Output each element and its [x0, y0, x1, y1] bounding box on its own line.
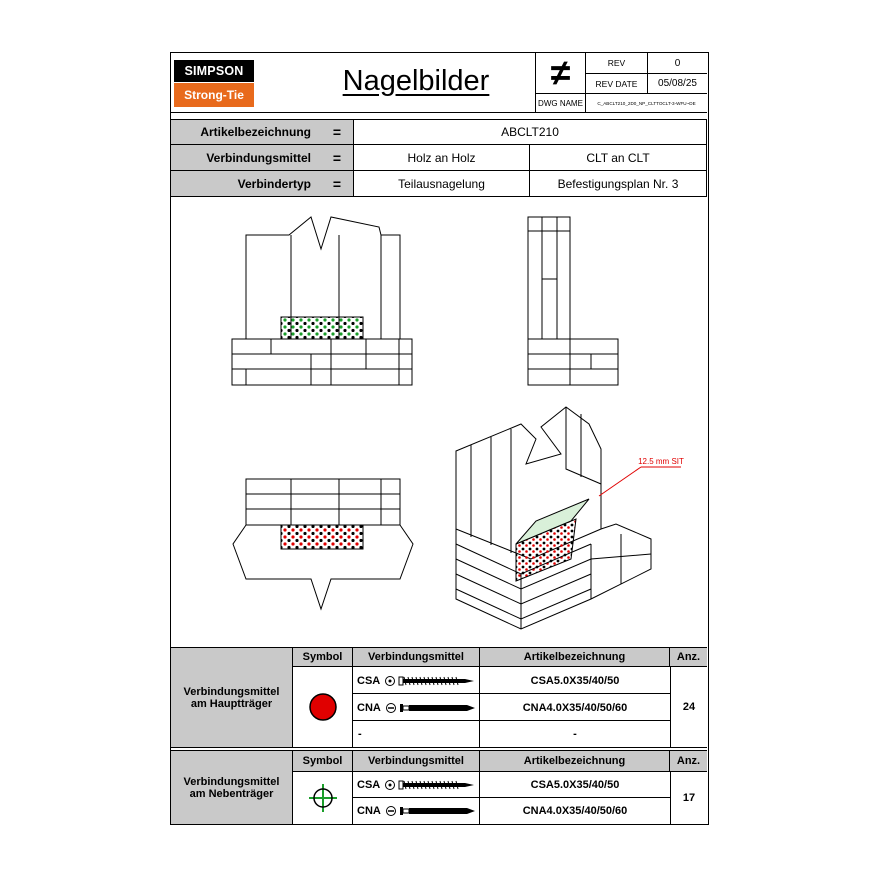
- main-header-fastener: Verbindungsmittel: [353, 647, 480, 667]
- main-empty-article: -: [573, 728, 577, 740]
- secondary-symbol-cell: [293, 772, 353, 824]
- main-row-empty: - -: [353, 721, 670, 747]
- info-label-article: Artikelbezeichnung: [171, 119, 321, 145]
- main-cna-fastener: CNA: [353, 694, 480, 721]
- screw-icon: [385, 780, 475, 790]
- table-divider: [171, 747, 707, 751]
- plan-label: Befestigungsplan Nr.: [557, 176, 672, 191]
- secondary-header-article: Artikelbezeichnung: [480, 751, 670, 772]
- main-header-qty: Anz.: [670, 647, 707, 667]
- main-row-cna: CNA CNA4.0X35/40/50/60: [353, 694, 670, 721]
- info-eq-connection: =: [321, 145, 353, 171]
- secondary-header-qty: Anz.: [670, 751, 707, 772]
- main-row-csa: CSA CSA5.0X35/40/50: [353, 667, 670, 694]
- secondary-cna-article: CNA4.0X35/40/50/60: [522, 805, 628, 817]
- logo-strongtie-text: Strong-Tie: [174, 83, 254, 107]
- info-value-partial: Teilausnagelung: [353, 171, 530, 197]
- logo-simpson-text: SIMPSON: [174, 60, 254, 82]
- info-value-article: ABCLT210: [353, 119, 707, 145]
- main-csa-type: CSA: [357, 674, 381, 687]
- info-value-plan: Befestigungsplan Nr. 3: [530, 171, 707, 197]
- technical-drawing: 12.5 mm SIT: [231, 216, 684, 630]
- rev-label: REV: [585, 53, 647, 73]
- main-cna-type: CNA: [357, 701, 381, 714]
- main-symbol-cell: [293, 667, 353, 747]
- simpson-logo: SIMPSON Strong-Tie: [174, 60, 254, 107]
- info-value-holz: Holz an Holz: [353, 145, 530, 171]
- main-qty: 24: [670, 667, 707, 747]
- main-cna-article: CNA4.0X35/40/50/60: [522, 701, 628, 714]
- nail-icon: [385, 806, 475, 816]
- header: SIMPSON Strong-Tie Nagelbilder ≠ DWG NAM…: [171, 53, 707, 113]
- info-eq-type: =: [321, 171, 353, 197]
- main-header-article: Artikelbezeichnung: [480, 647, 670, 667]
- secondary-qty: 17: [670, 772, 707, 824]
- drawing-sheet: SIMPSON Strong-Tie Nagelbilder ≠ DWG NAM…: [170, 52, 709, 825]
- secondary-header-fastener: Verbindungsmittel: [353, 751, 480, 772]
- secondary-cna-fastener: CNA: [353, 798, 480, 824]
- green-crosshair-icon: [308, 784, 337, 812]
- rev-date-value: 05/08/25: [647, 73, 707, 93]
- front-view: [231, 216, 413, 386]
- page-title: Nagelbilder: [342, 64, 490, 97]
- main-beam-table: Verbindungsmittel am Hauptträger Symbol …: [171, 647, 707, 747]
- dwg-name-value: C_ABCLT210_2D0_NP_CLTTOCLT-3-WFU~DE: [585, 93, 707, 113]
- isometric-view: [455, 406, 681, 630]
- nail-icon: [385, 702, 475, 713]
- secondary-section-label: Verbindungsmittel am Nebenträger: [171, 751, 293, 824]
- info-label-connection: Verbindungsmittel: [171, 145, 321, 171]
- secondary-row-cna: CNA CNA4.0X35/40/50/60: [353, 798, 670, 824]
- secondary-header-symbol: Symbol: [293, 751, 353, 772]
- info-table: Artikelbezeichnung = ABCLT210 Verbindung…: [171, 119, 707, 197]
- plan-number: 3: [671, 176, 679, 191]
- secondary-csa-type: CSA: [357, 779, 381, 791]
- secondary-cna-type: CNA: [357, 805, 381, 817]
- secondary-csa-article: CSA5.0X35/40/50: [530, 779, 620, 791]
- rev-value: 0: [647, 53, 707, 73]
- main-empty-type: -: [353, 721, 480, 747]
- main-csa-article: CSA5.0X35/40/50: [530, 674, 620, 687]
- screw-icon: [385, 675, 475, 686]
- info-eq-article: =: [321, 119, 353, 145]
- main-csa-fastener: CSA: [353, 667, 480, 694]
- red-filled-circle-icon: [308, 693, 337, 721]
- dwg-name-label: DWG NAME: [535, 93, 585, 113]
- main-section-label: Verbindungsmittel am Hauptträger: [171, 647, 293, 747]
- secondary-beam-table: Verbindungsmittel am Nebenträger Symbol …: [171, 751, 707, 824]
- annotation-text: 12.5 mm SIT: [638, 457, 684, 466]
- info-label-type: Verbindertyp: [171, 171, 321, 197]
- info-value-clt: CLT an CLT: [530, 145, 707, 171]
- secondary-csa-fastener: CSA: [353, 772, 480, 798]
- main-header-symbol: Symbol: [293, 647, 353, 667]
- rev-date-label: REV DATE: [585, 73, 647, 93]
- plan-view: [232, 478, 414, 611]
- side-view: [527, 216, 619, 386]
- not-equal-icon: ≠: [535, 53, 585, 93]
- secondary-row-csa: CSA CSA5.0X35/40/50: [353, 772, 670, 798]
